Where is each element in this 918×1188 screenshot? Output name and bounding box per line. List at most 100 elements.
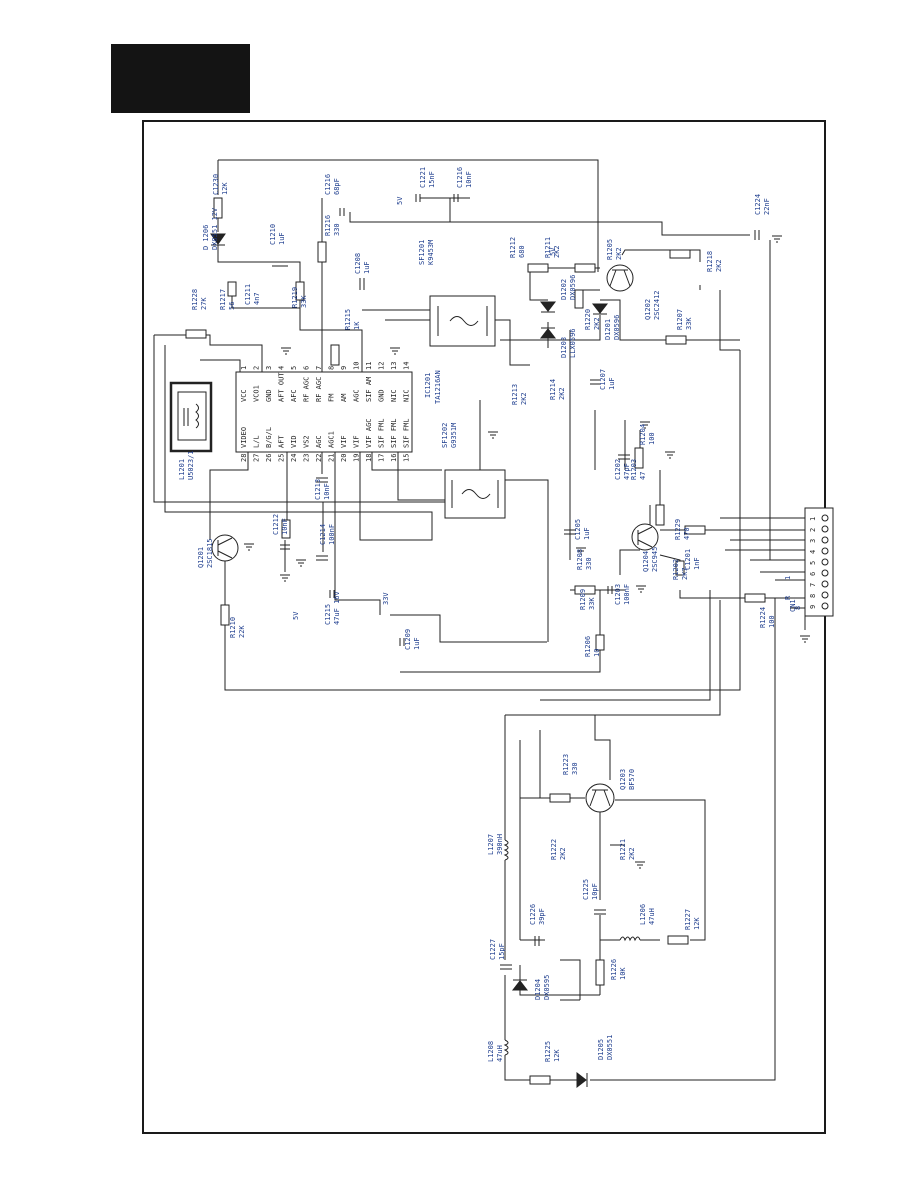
- connector-pin-6: [821, 569, 829, 577]
- label-sf1201-ref: SF1201: [418, 240, 426, 265]
- capacitors: [272, 194, 760, 970]
- label-l1201-ref: L1201: [178, 459, 186, 480]
- label-c1202-value: 47pF: [623, 463, 631, 480]
- label-c1221-value: 15nF: [428, 171, 436, 188]
- label-q1201-value: 2SC1815: [206, 538, 214, 568]
- connector-pin-5: [821, 558, 829, 566]
- label-r1225-value: 12K: [553, 1049, 561, 1062]
- label-d1204-value: DX0595: [543, 975, 551, 1000]
- label-d1202-value: DX0596: [569, 275, 577, 300]
- label-l1206-value: 47uH: [648, 908, 656, 925]
- label-d1206-ref: D 1206: [202, 225, 210, 250]
- ic-pin-no-11: 11: [365, 362, 373, 370]
- ic-pin-no-20: 20: [340, 454, 348, 462]
- connector-pin-label-7: 7: [809, 583, 817, 587]
- transistor-q1204: [631, 523, 659, 551]
- label-c1230-value: 12K: [221, 182, 229, 195]
- label-r1206-value: 10: [593, 649, 601, 657]
- ic-pin-no-26: 26: [265, 454, 273, 462]
- ic-pin-14: NIC: [403, 389, 411, 402]
- label-r1215-ref: R1215: [344, 309, 352, 330]
- label-r1208-ref: R1208: [576, 549, 584, 570]
- label-c1212-value: 10nF: [281, 518, 289, 535]
- label-r1224-ref: R1224: [759, 607, 767, 628]
- label-r1222-value: 2K2: [559, 847, 567, 860]
- supply-label: 5V: [549, 247, 557, 256]
- ic-pin-no-7: 7: [315, 366, 323, 370]
- label-l1208-value: 47uH: [496, 1045, 504, 1062]
- label-r1210-value: 22K: [238, 625, 246, 638]
- ic-pin-3: GND: [265, 389, 273, 402]
- diode-d1203: [539, 327, 557, 339]
- ic-pin-no-6: 6: [303, 366, 311, 370]
- inductor-l1207: [503, 839, 509, 861]
- label-r1220-ref: R1220: [584, 309, 592, 330]
- ic-pin-2: VCO1: [253, 385, 261, 402]
- label-d1206-value: DX0551 12V: [211, 207, 219, 250]
- label-c1215-ref: C1215: [324, 604, 332, 625]
- label-r1216-ref: R1216: [324, 215, 332, 236]
- label-r1217-ref: R1217: [219, 289, 227, 310]
- label-c1203-value: 100nF: [623, 584, 631, 605]
- transistor-q1201: [211, 534, 239, 562]
- supply-label: 5V: [396, 196, 404, 205]
- connector-pin-9: [821, 602, 829, 610]
- label-c1205-ref: C1205: [574, 519, 582, 540]
- label-c1215-value: 47uF 16V: [333, 590, 341, 625]
- connector-pin-1: [821, 514, 829, 522]
- title-block: [111, 44, 250, 113]
- label-c1213-ref: C1213: [314, 479, 322, 500]
- label-r1211-ref: R1211: [544, 237, 552, 258]
- ic-pin-no-10: 10: [353, 362, 361, 370]
- label-d1201-value: DX0596: [613, 315, 621, 340]
- ic-pin-12: GND: [378, 389, 386, 402]
- ic-pin-13: NIC: [390, 389, 398, 402]
- ic-pin-16: SIF FML: [390, 418, 398, 448]
- label-c1216b-ref: C1216: [324, 174, 332, 195]
- label-c1208-value: 1uF: [363, 261, 371, 274]
- inductor-l1206: [619, 936, 641, 942]
- connector-pin-2: [821, 525, 829, 533]
- label-c1208-ref: C1208: [354, 253, 362, 274]
- ic-pin-no-2: 2: [253, 366, 261, 370]
- label-r1218-ref: R1218: [706, 251, 714, 272]
- label-l1207-value: 390nH: [496, 834, 504, 855]
- label-r1225-ref: R1225: [544, 1041, 552, 1062]
- supply-label: 5V: [292, 611, 300, 620]
- ic-pin-22: AGC: [315, 435, 323, 448]
- label-r1229-value: 470: [683, 527, 691, 540]
- connector-pin-label-3: 3: [809, 539, 817, 543]
- ic-pin-21: AGC1: [328, 431, 336, 448]
- ic-pin-no-17: 17: [378, 454, 386, 462]
- label-c1209-ref: C1209: [404, 629, 412, 650]
- label-c1227-ref: C1227: [489, 939, 497, 960]
- label-c1214-ref: C1214: [319, 524, 327, 545]
- ic-pin-17: SIF FML: [378, 418, 386, 448]
- supply-label: 33V: [382, 592, 390, 605]
- connector-pin-label-1: 1: [809, 517, 817, 521]
- label-c1227-value: 15pF: [498, 943, 506, 960]
- schematic-frame: [142, 120, 826, 1134]
- connector-side-label: 8: [794, 606, 802, 610]
- label-r1223-value: 330: [571, 762, 579, 775]
- label-q1203-value: BF570: [628, 769, 636, 790]
- saw-filter-2: [444, 469, 506, 519]
- ic-pin-1: VCC: [240, 389, 248, 402]
- label-r1213-ref: R1213: [511, 384, 519, 405]
- label-r1224-value: 100: [768, 615, 776, 628]
- label-c1216b-value: 68pF: [333, 178, 341, 195]
- label-r1218-value: 2K2: [715, 259, 723, 272]
- ic-pin-19: VIF: [353, 435, 361, 448]
- label-r1209-value: 33K: [588, 597, 596, 610]
- diode-d1201: [591, 303, 609, 315]
- label-r1211-value: 2K2: [553, 245, 561, 258]
- label-c1221-ref: C1221: [419, 167, 427, 188]
- ic-pin-no-15: 15: [403, 454, 411, 462]
- label-r1209-ref: R1209: [579, 589, 587, 610]
- saw-filter-1: [429, 295, 496, 347]
- label-r1203-ref: R1203: [630, 459, 638, 480]
- label-r1228-ref: R1228: [191, 289, 199, 310]
- connector-side-label: 1: [784, 576, 792, 580]
